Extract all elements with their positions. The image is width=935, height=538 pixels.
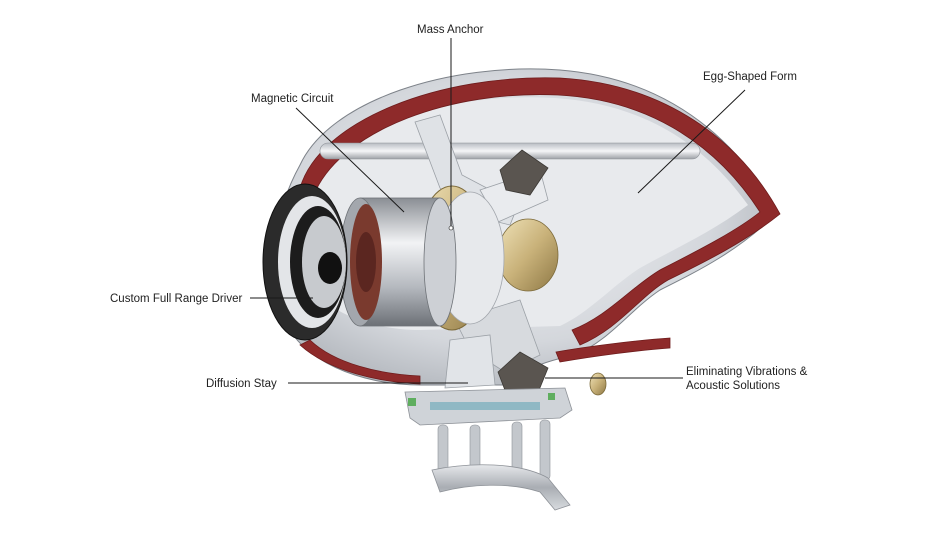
brass-rear-cup — [497, 218, 559, 292]
magnetic-circuit-cylinder — [339, 197, 457, 327]
label-eliminating-vibrations-line1: Eliminating Vibrations & — [686, 366, 808, 378]
label-egg-shaped-form: Egg-Shaped Form — [703, 71, 797, 83]
shell-cut-edge — [299, 77, 781, 346]
leader-egg-shaped-form — [637, 89, 746, 194]
diffusion-stay-pillar — [444, 334, 496, 389]
label-custom-full-range-driver: Custom Full Range Driver — [110, 293, 243, 305]
leader-magnetic-circuit — [295, 107, 405, 213]
label-diffusion-stay: Diffusion Stay — [206, 378, 277, 390]
support-bar — [319, 142, 701, 160]
label-eliminating-vibrations: Eliminating Vibrations & Acoustic Soluti… — [686, 365, 807, 393]
bottom-board — [404, 387, 573, 426]
label-mass-anchor: Mass Anchor — [417, 24, 484, 36]
label-eliminating-vibrations-line2: Acoustic Solutions — [686, 380, 780, 392]
full-range-driver — [262, 183, 348, 341]
brass-screw — [589, 372, 607, 396]
bottom-nozzle — [431, 464, 571, 511]
label-magnetic-circuit: Magnetic Circuit — [251, 93, 334, 105]
vibration-damper — [497, 149, 549, 401]
